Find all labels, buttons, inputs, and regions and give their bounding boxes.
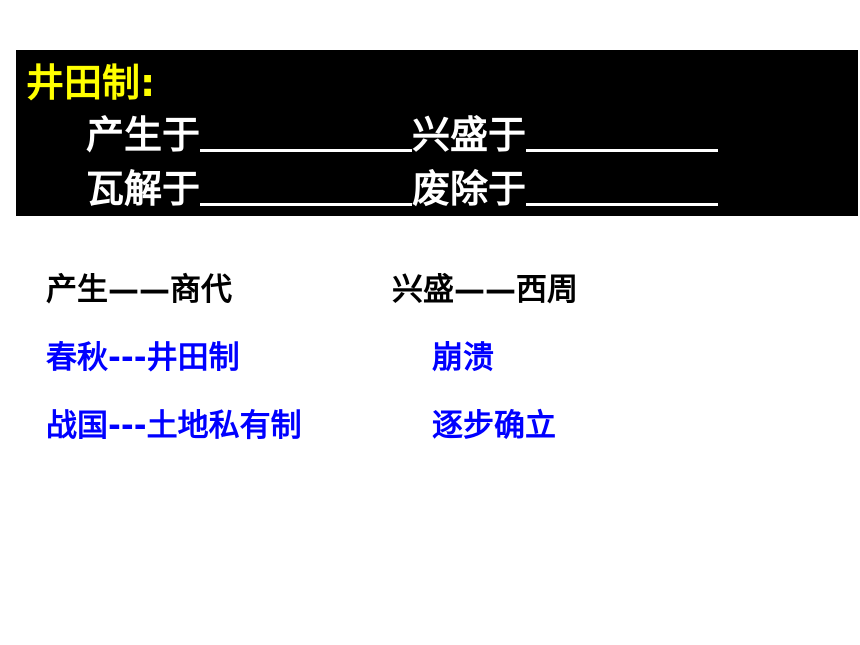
answer-flourish: 兴盛——西周 <box>392 272 578 308</box>
collapse-blank <box>200 167 413 206</box>
question-line-2: 瓦解于 废除于 <box>86 166 719 212</box>
answer-chunqiu-result: 崩溃 <box>432 340 494 376</box>
question-line-1: 产生于 兴盛于 <box>86 112 719 158</box>
answer-zhanguo-result: 逐步确立 <box>432 408 556 444</box>
collapse-label: 瓦解于 <box>86 167 201 211</box>
abolish-label: 废除于 <box>412 167 527 211</box>
question-title: 井田制: <box>26 61 156 105</box>
answer-origin: 产生——商代 <box>46 272 232 308</box>
answer-chunqiu: 春秋---井田制 <box>46 340 240 376</box>
flourish-label: 兴盛于 <box>412 113 527 157</box>
abolish-blank <box>526 167 719 206</box>
answer-zhanguo: 战国---土地私有制 <box>46 408 302 444</box>
question-box: 井田制: 产生于 兴盛于 瓦解于 废除于 <box>16 50 858 216</box>
flourish-blank <box>526 113 719 152</box>
origin-label: 产生于 <box>86 113 201 157</box>
origin-blank <box>200 113 413 152</box>
